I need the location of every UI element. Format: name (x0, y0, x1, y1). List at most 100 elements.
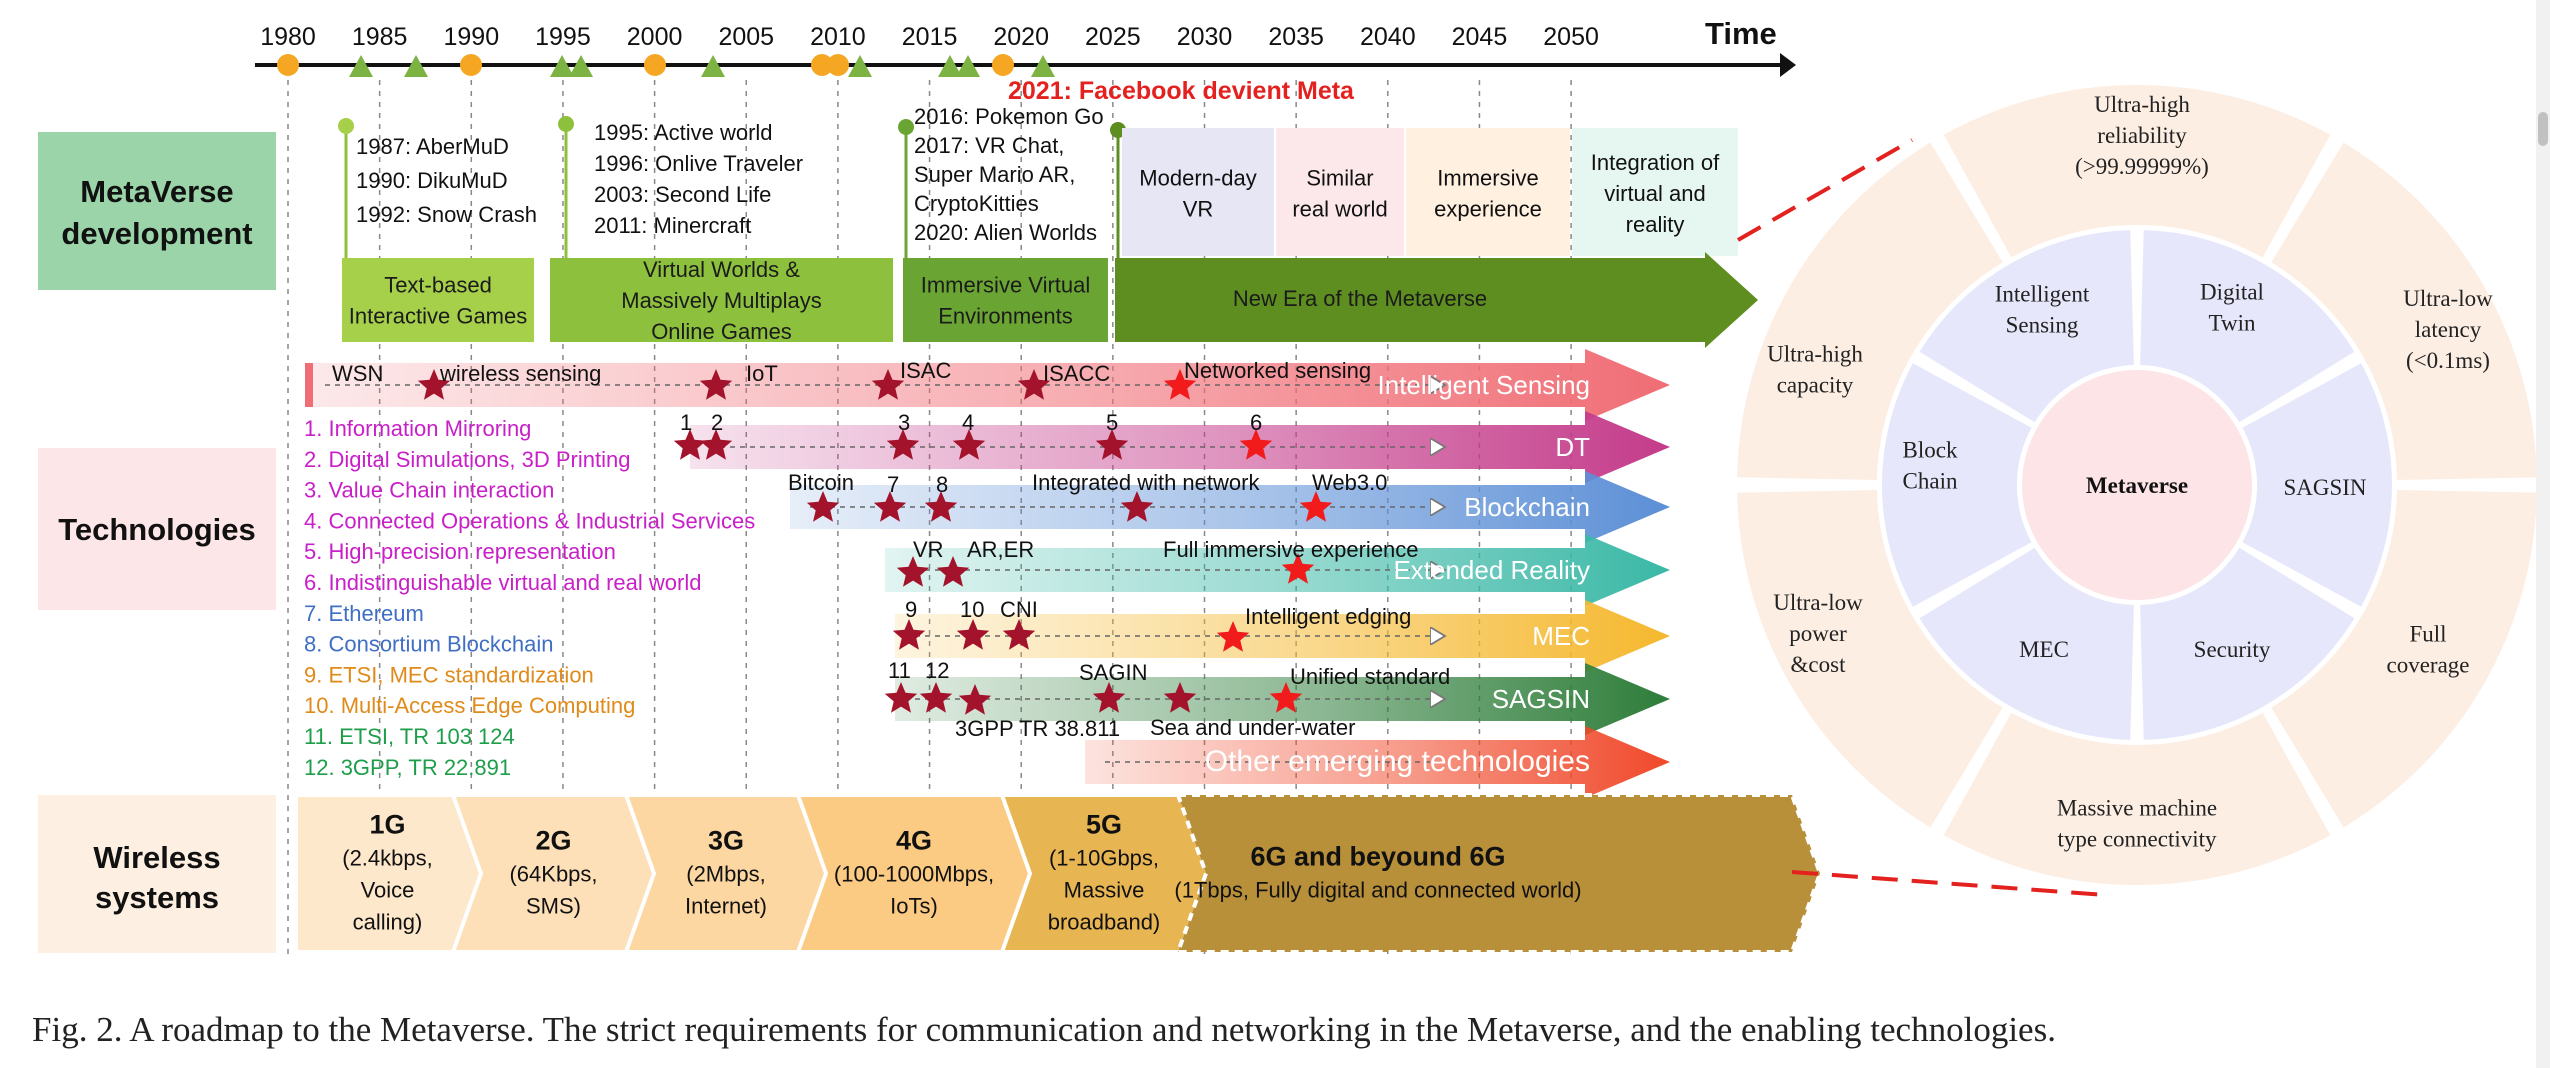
scrollbar-thumb[interactable] (2538, 112, 2548, 146)
timeline-triangle-marker (569, 55, 593, 77)
tech-annotation: ISACC (1043, 361, 1110, 386)
year-label-2010: 2010 (810, 23, 866, 51)
legend-item: 4. Connected Operations & Industrial Ser… (304, 508, 755, 533)
timeline-highlight: 2021: Facebook devient Meta (1008, 77, 1355, 105)
wireless-generation-detail: Internet) (685, 894, 767, 919)
year-label-2000: 2000 (627, 23, 683, 51)
timeline-markers (277, 54, 1055, 77)
wheel-inner-sector (1881, 363, 2032, 607)
future-box (1572, 128, 1738, 256)
wheel-inner-sector (2242, 363, 2393, 607)
tech-arrow (895, 600, 1670, 672)
tech-arrow-label: MEC (1532, 621, 1590, 651)
wireless-generation-detail: (1-10Gbps, (1049, 846, 1159, 871)
wheel-inner-label: Security (2194, 637, 2271, 662)
milestone-star (806, 491, 840, 522)
year-label-2035: 2035 (1268, 23, 1324, 51)
wireless-generation-name: 1G (369, 810, 405, 840)
tech-annotation: 6 (1250, 410, 1262, 435)
milestone-star (871, 369, 905, 400)
wireless-generation-detail: (2.4kbps, (342, 846, 433, 871)
milestone-text: 2017: VR Chat, (914, 133, 1064, 158)
wheel-inner-label: SAGSIN (2283, 475, 2366, 500)
tech-annotation: 2 (711, 410, 723, 435)
tech-arrow-label: SAGSIN (1492, 684, 1590, 714)
era-label: New Era of the Metaverse (1233, 286, 1487, 311)
year-label-2015: 2015 (902, 23, 958, 51)
tech-annotation: VR (913, 537, 944, 562)
timeline-triangle-marker (550, 55, 574, 77)
timeline-circle-marker (644, 54, 666, 76)
vertical-scrollbar[interactable] (2536, 0, 2550, 1068)
tech-annotation: 10 (960, 597, 984, 622)
wireless-generation-detail: IoTs) (890, 894, 938, 919)
legend-item: 5. High-precision representation (304, 539, 616, 564)
row-label-technologies: Technologies (58, 512, 256, 547)
year-label-1985: 1985 (352, 23, 408, 51)
legend-item: 1. Information Mirroring (304, 416, 531, 441)
wheel-outer-sector (1943, 84, 2331, 258)
era-bar (550, 258, 893, 342)
year-label-2045: 2045 (1452, 23, 1508, 51)
tech-annotation: Networked sensing (1184, 358, 1371, 383)
milestone-text: 2020: Alien Worlds (914, 220, 1097, 245)
legend-item: 9. ETSI, MEC standardization (304, 662, 594, 687)
milestone-star (1239, 429, 1273, 460)
future-box (1276, 128, 1404, 256)
year-label-2030: 2030 (1177, 23, 1233, 51)
tech-annotation: 7 (887, 472, 899, 497)
tech-annotation: Intelligent edging (1245, 604, 1411, 629)
tech-arrow-label: Other emerging technologies (1205, 745, 1590, 778)
era-bar (342, 258, 534, 342)
wireless-generation-name: 4G (896, 826, 932, 856)
milestone-star (1269, 682, 1303, 713)
tech-annotation: WSN (332, 361, 383, 386)
timeline-triangle-marker (938, 55, 962, 77)
tech-annotation: 11 (888, 658, 911, 683)
tech-arrow-label: Intelligent Sensing (1378, 370, 1590, 400)
milestone-star (417, 369, 451, 400)
tech-annotation: Full immersive experience (1163, 537, 1419, 562)
milestone-text: 2016: Pokemon Go (914, 104, 1104, 129)
wheel-inner-sector (1919, 547, 2134, 740)
technology-arrows: Intelligent SensingDTBlockchainExtended … (305, 349, 1670, 798)
timeline-triangle-marker (701, 55, 725, 77)
wheel-outer-sector (1737, 142, 2003, 480)
milestone-text: 2011: Minercraft (594, 213, 751, 238)
tech-annotation: 1 (680, 410, 692, 435)
tech-annotation: Sea and under-water (1150, 715, 1355, 740)
milestone-star (896, 556, 930, 587)
wireless-generation (1175, 793, 1823, 954)
legend-item: 8. Consortium Blockchain (304, 632, 553, 657)
tech-annotation: 3 (898, 410, 910, 435)
milestone-star (673, 429, 707, 460)
milestone-text: Super Mario AR, (914, 162, 1075, 187)
tech-annotation: Web3.0 (1312, 470, 1387, 495)
milestone-text: 1995: Active world (594, 120, 773, 145)
wireless-generation-detail: Voice (361, 878, 415, 903)
future-box (1406, 128, 1570, 256)
year-label-2005: 2005 (718, 23, 774, 51)
wireless-generation-detail: (1Tbps, Fully digital and connected worl… (1174, 878, 1581, 903)
milestone-star (1163, 369, 1197, 400)
wheel-inner-label: MEC (2019, 637, 2069, 662)
wheel-outer-sector (2271, 490, 2536, 828)
milestone-star (1095, 429, 1129, 460)
year-label-1995: 1995 (535, 23, 591, 51)
tech-annotation: AR,ER (967, 537, 1034, 562)
milestone-text: 1996: Onlive Traveler (594, 151, 803, 176)
year-label-2020: 2020 (993, 23, 1049, 51)
tech-annotation: Integrated with network (1032, 470, 1260, 495)
tech-annotation: IoT (746, 361, 778, 386)
tech-annotation: Bitcoin (788, 470, 854, 495)
milestone-star (699, 369, 733, 400)
